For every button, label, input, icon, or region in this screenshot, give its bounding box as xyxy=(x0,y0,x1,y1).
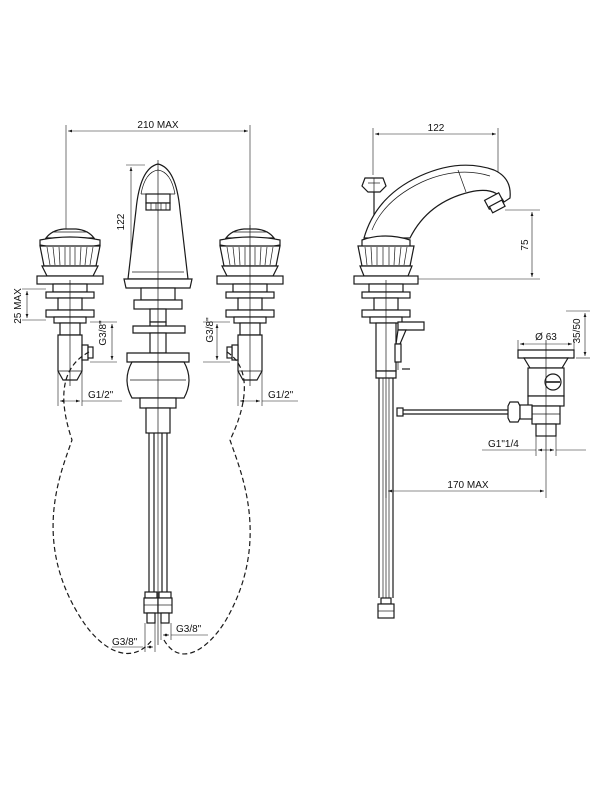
dim-side-projection: 122 xyxy=(372,123,499,205)
dim-left-thread-top: G3/8" xyxy=(90,320,117,363)
flexible-hoses xyxy=(52,351,251,655)
label-d63: Ø 63 xyxy=(535,332,557,343)
dim-right-thread-bottom: G1/2" xyxy=(237,370,298,406)
center-pipes xyxy=(143,433,173,624)
side-view: 122 75 xyxy=(353,123,590,619)
side-spout xyxy=(363,164,511,239)
label-75: 75 xyxy=(520,239,531,251)
label-210-max: 210 MAX xyxy=(137,120,178,131)
dim-right-thread-top: G3/8" xyxy=(203,317,230,363)
dim-front-width: 210 MAX xyxy=(65,120,251,248)
front-view: 210 MAX 122 25 MAX xyxy=(13,120,298,655)
left-valve xyxy=(36,228,104,386)
label-35-50: 35/50 xyxy=(572,318,583,343)
pop-up-rod xyxy=(396,407,510,417)
dim-front-side-height: 25 MAX xyxy=(13,288,46,324)
label-122-side: 122 xyxy=(428,123,445,134)
side-valve xyxy=(353,235,425,600)
label-g1-1-4: G1"1/4 xyxy=(488,439,519,450)
right-valve xyxy=(216,225,284,386)
center-spout xyxy=(123,160,193,645)
dim-waste-thread: G1"1/4 xyxy=(482,436,586,456)
side-pipe xyxy=(377,378,395,619)
label-g38-hose-left: G3/8" xyxy=(112,637,138,648)
label-170-max: 170 MAX xyxy=(447,480,488,491)
dim-side-spout-height: 75 xyxy=(405,209,540,280)
label-g38-right: G3/8" xyxy=(205,317,216,343)
label-g38-left: G3/8" xyxy=(98,320,109,346)
dim-waste-height: 35/50 xyxy=(566,310,590,359)
dim-waste-reach: 170 MAX xyxy=(385,460,547,498)
label-25-max: 25 MAX xyxy=(13,288,24,324)
dim-hose-threads: G3/8" G3/8" xyxy=(112,623,208,652)
label-g38-hose-right: G3/8" xyxy=(176,624,202,635)
label-122-front: 122 xyxy=(116,213,127,230)
dim-waste-diameter: Ø 63 xyxy=(517,332,575,350)
label-g12-right: G1/2" xyxy=(268,390,294,401)
label-g12-left: G1/2" xyxy=(88,390,114,401)
waste-assembly xyxy=(507,340,575,460)
